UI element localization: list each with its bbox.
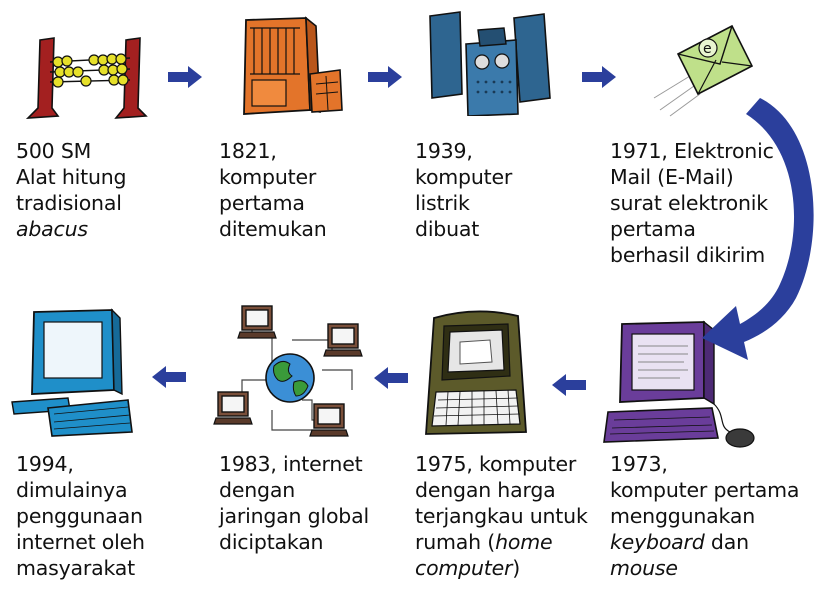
caption-line: internet oleh (16, 530, 145, 554)
caption-line: abacus (16, 217, 88, 241)
caption-line: dengan (219, 478, 295, 502)
caption-line: listrik (415, 191, 470, 215)
caption-line: Mail (E-Mail) (610, 165, 734, 189)
global-network-icon (213, 305, 363, 437)
abacus-icon (25, 37, 148, 119)
caption-line: tradisional (16, 191, 122, 215)
keyboard-mouse-computer-icon (603, 320, 755, 448)
caption-line: diciptakan (219, 530, 324, 554)
caption-line: 1939, (415, 139, 473, 163)
caption-line: masyarakat (16, 556, 136, 580)
arrow-left-2 (374, 367, 408, 389)
desktop-computer-icon (11, 308, 133, 437)
caption-line: keyboard dan (610, 529, 799, 555)
caption-fragment: computer (415, 556, 513, 580)
caption-line: pertama (610, 217, 696, 241)
caption-line: 1994, (16, 452, 74, 476)
arrow-right-3 (582, 66, 616, 88)
caption-line: rumah (home (415, 529, 588, 555)
caption-line: pertama (219, 191, 305, 215)
caption-line: jaringan global (219, 504, 369, 528)
email-envelope-icon: e (653, 24, 754, 117)
caption-line: 1983, internet (219, 452, 363, 476)
arrow-left-1 (552, 374, 586, 396)
electric-computer-icon (429, 11, 551, 116)
caption-line: 1971, Elektronic (610, 139, 774, 163)
caption-line: 1821, (219, 139, 277, 163)
caption-line: terjangkau untuk (415, 504, 588, 528)
caption-line: computer) (415, 555, 588, 581)
caption-line: dibuat (415, 217, 480, 241)
caption-fragment: dan (704, 530, 749, 554)
curved-arrow-down (702, 98, 814, 360)
caption-fragment: ) (512, 556, 521, 580)
caption-line: Alat hitung (16, 165, 127, 189)
svg-text:e: e (703, 41, 712, 57)
caption-line: penggunaan (16, 504, 143, 528)
caption-line: komputer (415, 165, 513, 189)
caption-line: 1973, (610, 452, 668, 476)
arrow-left-3 (152, 366, 186, 388)
caption-line: komputer (219, 165, 317, 189)
caption-fragment: rumah ( (415, 530, 496, 554)
mechanical-computer-icon (243, 16, 343, 115)
caption-line: komputer pertama (610, 478, 800, 502)
caption-line: dengan harga (415, 478, 556, 502)
arrow-right-1 (168, 66, 202, 88)
arrow-right-2 (368, 66, 402, 88)
caption-line: menggunakan (610, 504, 756, 528)
caption-line: mouse (610, 556, 678, 580)
caption-line: 500 SM (16, 139, 92, 163)
home-computer-icon (425, 310, 527, 435)
caption-line: berhasil dikirim (610, 243, 766, 267)
caption-fragment: keyboard (610, 530, 705, 554)
caption-line: 1975, komputer (415, 452, 577, 476)
caption-fragment: home (495, 530, 553, 554)
caption-line: dimulainya (16, 478, 128, 502)
caption-line: surat elektronik (610, 191, 768, 215)
caption-line: ditemukan (219, 217, 327, 241)
